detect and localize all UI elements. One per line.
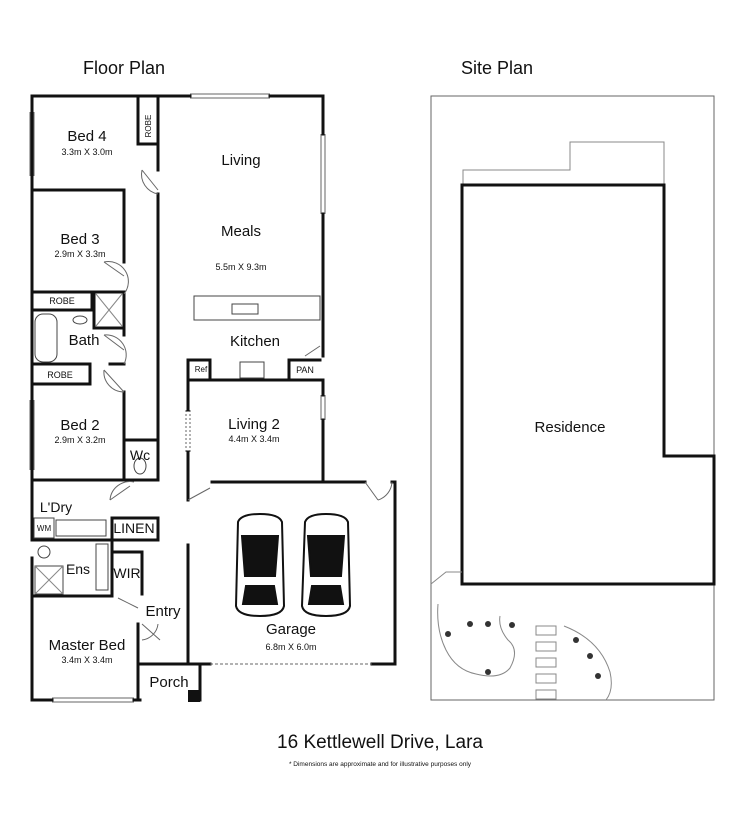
door-swing-pan [304,345,321,357]
room-robe-mid: ROBE [49,296,75,306]
driveway-curve [430,571,515,677]
room-wc: Wc [130,447,150,463]
door-swing-bed2 [103,369,125,393]
room-meals-dim: 5.5m X 9.3m [215,262,266,272]
wall-bath-box [92,290,126,330]
car-right [300,512,352,618]
door-swing-bath [103,334,127,365]
room-porch: Porch [149,674,188,691]
wall-robe-mid [30,290,94,312]
laundry-wm [33,517,55,539]
window-living-east [320,134,326,214]
ens-toilet [37,545,51,559]
site-plan-heading: Site Plan [461,58,533,78]
shower-cross [95,293,123,327]
site-residence-label: Residence [535,419,606,436]
room-labels: Bed 4 3.3m X 3.0m ROBE Bed 3 2.9m X 3.3m… [37,115,317,691]
door-swing-garage [364,481,393,501]
door-swing-laundry [109,481,135,501]
room-living2-name: Living 2 [228,416,280,433]
room-garage-dim: 6.8m X 6.0m [265,642,316,652]
room-ens: Ens [66,561,90,577]
window-master-south [52,697,134,703]
room-wm: WM [37,524,52,533]
room-wir: WIR [113,565,140,581]
ens-shower [34,565,64,595]
door-swing-wir [117,597,139,609]
door-swing-bed4 [141,169,159,195]
room-ref: Ref [195,365,208,374]
room-linen: LINEN [113,520,154,536]
window-living2-east [320,395,326,420]
ens-shower-cross [34,565,64,595]
residence-outline [460,183,716,586]
kitchen-sink [231,303,259,315]
disclaimer: * Dimensions are approximate and for ill… [289,761,472,768]
room-bed3-name: Bed 3 [60,231,99,248]
address: 16 Kettlewell Drive, Lara [277,732,483,753]
window-west-bed4 [29,112,35,176]
stepping-stones [535,625,557,700]
bath-basin [72,315,88,325]
room-living: Living [221,152,260,169]
wall-robe-low [30,362,92,386]
room-entry: Entry [145,603,181,620]
door-swing-entry [187,487,211,501]
room-bed4-dim: 3.3m X 3.0m [61,147,112,157]
site-boundary [430,95,715,701]
room-master-dim: 3.4m X 3.4m [61,655,112,665]
porch-post [188,690,200,702]
room-robe-bed4: ROBE [144,115,153,138]
room-meals: Meals [221,223,261,240]
room-bed3-dim: 2.9m X 3.3m [54,249,105,259]
garden-shrubs [445,621,601,679]
room-living2-dim: 4.4m X 3.4m [228,434,279,444]
ens-vanity [95,543,109,591]
wall-bed4-robe [136,94,160,146]
cooktop [239,361,265,379]
window-living-north [190,93,270,99]
room-robe-low: ROBE [47,370,73,380]
wall-ref-box [186,358,212,382]
site-plan: Residence [430,95,716,701]
floor-plan-heading: Floor Plan [83,58,165,78]
wall-pan-box [287,358,322,382]
kitchen-bench [193,295,321,321]
bathtub [34,313,58,363]
garden-bed [563,625,612,701]
door-swing-master [141,623,161,641]
plan-details [29,93,393,703]
room-laundry: L'Dry [40,499,72,515]
room-bed4-name: Bed 4 [67,128,106,145]
room-master-name: Master Bed [49,637,126,654]
window-west-bed2 [29,400,35,470]
room-bath: Bath [69,332,100,349]
wall-wir [110,550,144,596]
neighbour-outline [462,141,665,184]
toilet [133,457,147,475]
room-garage-name: Garage [266,621,316,638]
outer-wall-north-right [156,94,325,136]
wall-linen [110,516,160,542]
floor-plan [30,94,397,702]
laundry-tub [55,519,107,537]
room-bed2-name: Bed 2 [60,417,99,434]
room-kitchen: Kitchen [230,333,280,350]
room-pan: PAN [296,365,314,375]
window-garage-west [185,410,191,452]
car-left [234,512,286,618]
door-swing-bed3 [103,261,129,295]
room-bed2-dim: 2.9m X 3.2m [54,435,105,445]
